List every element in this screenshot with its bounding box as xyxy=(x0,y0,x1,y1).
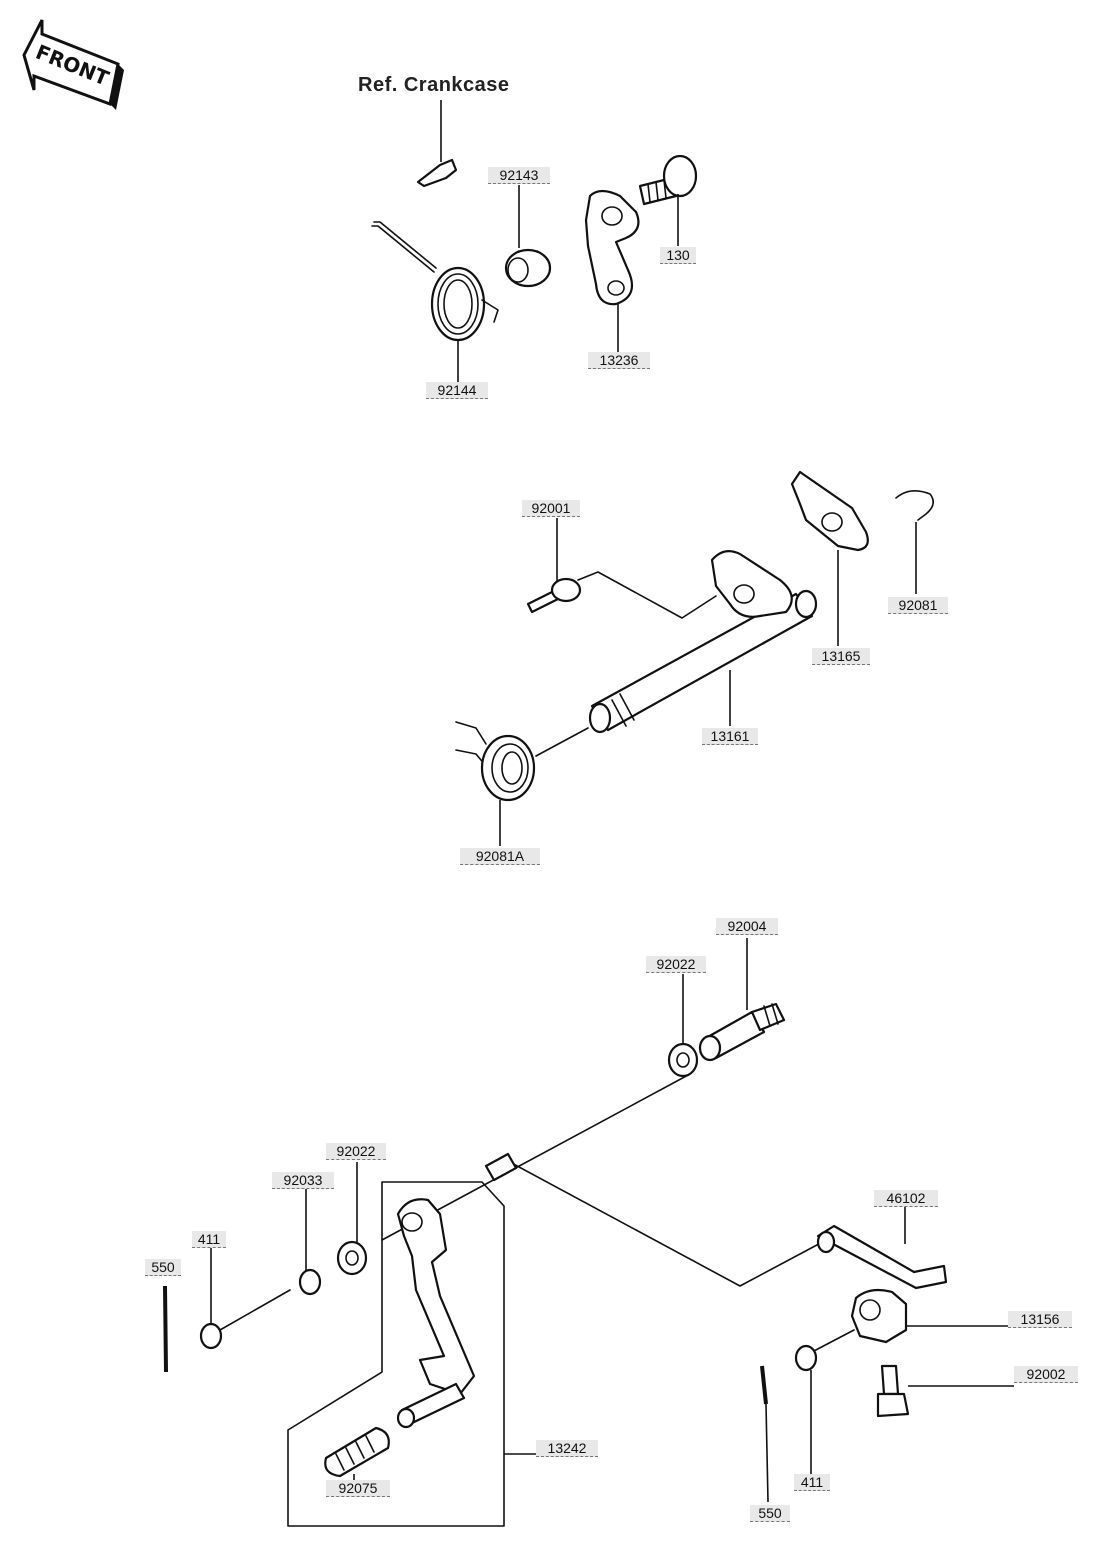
part-label-550-left: 550 xyxy=(145,1259,181,1276)
part-label-92143: 92143 xyxy=(488,167,550,184)
lever-13236-drawing xyxy=(584,189,640,352)
part-label-92022-left: 92022 xyxy=(326,1143,386,1160)
part-label-13161: 13161 xyxy=(702,728,758,745)
spring-92144-drawing xyxy=(371,221,499,382)
washer-92022-left-drawing xyxy=(336,1162,368,1276)
bolt-130-drawing xyxy=(638,154,698,246)
rubber-92075-drawing xyxy=(324,1426,390,1484)
part-label-92081a: 92081A xyxy=(460,848,540,865)
spring-92081a-drawing xyxy=(455,721,589,846)
part-label-92002: 92002 xyxy=(1014,1366,1078,1383)
part-label-92081: 92081 xyxy=(888,597,948,614)
part-label-92004: 92004 xyxy=(716,918,778,935)
pin-550-right-drawing xyxy=(760,1365,769,1503)
part-label-92022-top: 92022 xyxy=(646,956,706,973)
part-label-92144: 92144 xyxy=(426,382,488,399)
bolt-92002-drawing xyxy=(876,1364,1014,1418)
front-arrow-icon: FRONT xyxy=(22,19,124,110)
clip-92033-drawing xyxy=(298,1188,322,1296)
nut-411-left-drawing xyxy=(199,1246,291,1350)
part-label-130: 130 xyxy=(660,247,696,264)
part-label-411-right: 411 xyxy=(794,1474,830,1491)
reference-note: Ref. Crankcase xyxy=(358,74,510,96)
part-label-92033: 92033 xyxy=(272,1172,334,1189)
pin-92001-drawing xyxy=(526,518,717,619)
part-label-13165: 13165 xyxy=(812,648,870,665)
washer-92022-top-drawing xyxy=(667,974,699,1078)
pedal-13242-drawing xyxy=(287,1181,536,1527)
part-label-13236: 13236 xyxy=(588,352,650,369)
joint-13156-drawing xyxy=(811,1288,1008,1353)
plate-13165-drawing xyxy=(790,470,869,646)
part-label-46102: 46102 xyxy=(874,1190,938,1207)
pin-550-left-drawing xyxy=(163,1285,168,1373)
part-label-13242: 13242 xyxy=(536,1440,598,1457)
circlip-92081-drawing xyxy=(895,490,934,594)
nut-411-right-drawing xyxy=(794,1344,818,1478)
part-label-550-right: 550 xyxy=(750,1505,790,1522)
part-label-92075: 92075 xyxy=(326,1480,390,1497)
rod-46102-drawing xyxy=(816,1206,948,1290)
assembly-line-rod xyxy=(505,1159,831,1287)
part-label-411-left: 411 xyxy=(192,1231,226,1248)
shaft-92004-drawing xyxy=(698,938,786,1062)
part-label-92001: 92001 xyxy=(522,500,580,517)
crankcase-pin xyxy=(416,100,458,188)
collar-92143-drawing xyxy=(504,185,552,288)
shift-shaft-13161-drawing xyxy=(588,549,818,734)
part-label-13156: 13156 xyxy=(1008,1311,1072,1328)
